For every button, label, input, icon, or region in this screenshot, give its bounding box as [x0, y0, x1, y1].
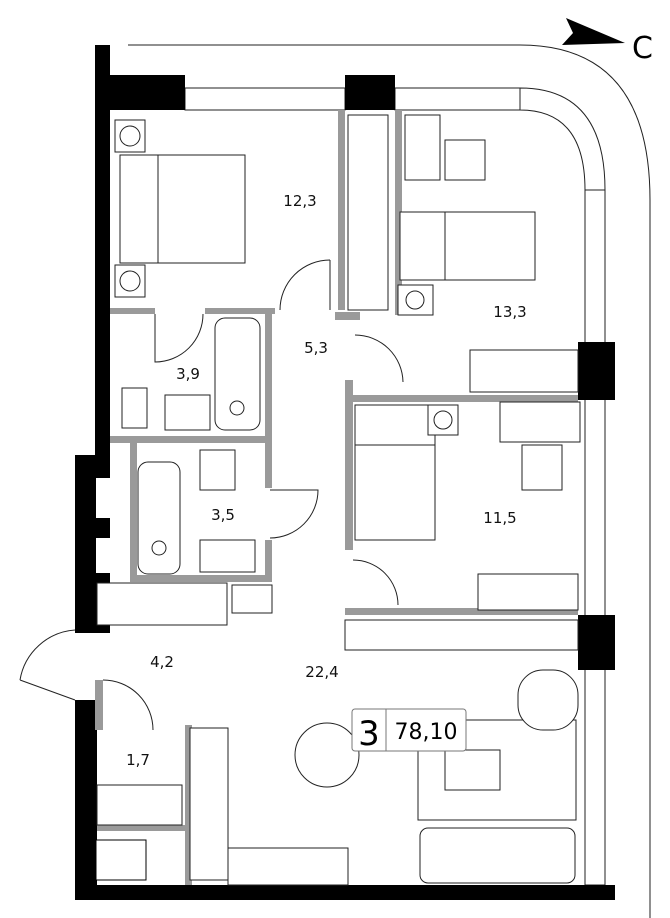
room-area-bathroom-1: 3,9	[176, 365, 200, 383]
room-area-living-kitchen: 22,4	[305, 663, 338, 681]
rooms-count: 3	[358, 714, 380, 754]
apartment-badge: 3 78,10	[351, 708, 467, 754]
doors	[19, 259, 404, 731]
room-area-bedroom-3: 11,5	[483, 509, 516, 527]
room-area-bedroom-master: 12,3	[283, 192, 316, 210]
room-area-bathroom-2: 3,5	[211, 506, 235, 524]
room-area-corridor: 5,3	[304, 339, 328, 357]
building-outline	[128, 44, 651, 918]
north-arrow-icon	[562, 18, 625, 45]
room-area-bedroom-2: 13,3	[493, 303, 526, 321]
partitions	[95, 110, 578, 885]
furniture	[96, 114, 581, 886]
total-area: 78,10	[395, 720, 458, 745]
compass-label: С	[632, 31, 653, 66]
exterior-walls	[75, 45, 615, 900]
room-area-hall: 4,2	[150, 653, 174, 671]
room-area-storage: 1,7	[126, 751, 150, 769]
